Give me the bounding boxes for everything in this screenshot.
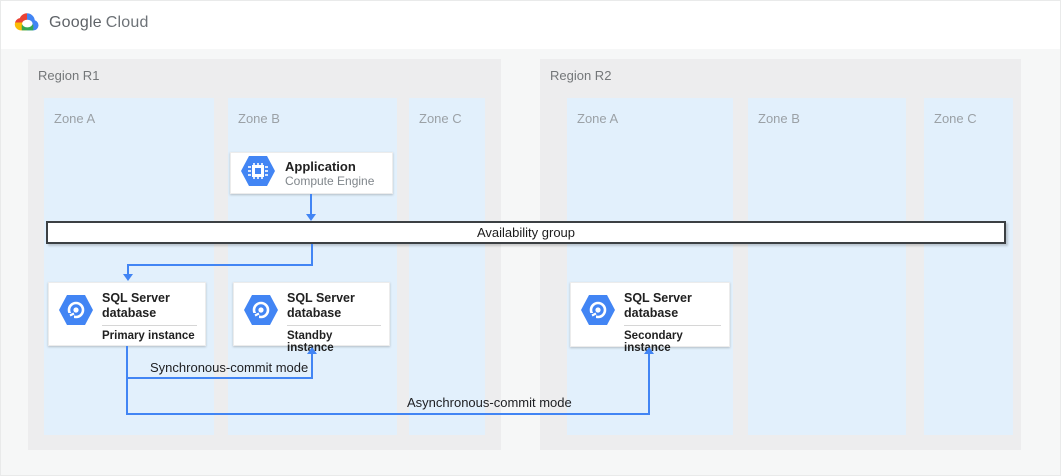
connector-segment — [126, 413, 650, 415]
sql-secondary-text: SQL Server database Secondary instance — [624, 291, 721, 354]
connector-segment — [127, 264, 129, 275]
sql-standby-title: SQL Server database — [287, 291, 355, 320]
zone-r1-b: Zone B — [228, 98, 397, 435]
divider — [624, 325, 721, 326]
application-card: Application Compute Engine — [230, 152, 393, 194]
availability-group-bar: Availability group — [46, 221, 1006, 244]
arrowhead-up-icon — [307, 347, 317, 354]
google-cloud-icon — [14, 12, 40, 33]
zone-r2-c-label: Zone C — [934, 111, 977, 126]
region-r1: Region R1 Zone A Zone B Zone C — [28, 59, 501, 450]
zone-r2-a-label: Zone A — [577, 111, 619, 126]
async-commit-label: Asynchronous-commit mode — [407, 395, 572, 410]
cloud-sql-icon — [580, 294, 616, 346]
sql-primary-instance-label: Primary instance — [102, 330, 195, 342]
connector-segment — [126, 377, 313, 379]
region-r2-label: Region R2 — [550, 68, 612, 83]
sync-commit-label: Synchronous-commit mode — [150, 360, 309, 375]
connector-segment — [311, 353, 313, 379]
application-title: Application — [285, 158, 356, 174]
divider — [287, 325, 381, 326]
sql-standby-instance-label: Standby instance — [287, 330, 334, 354]
zone-r1-c-label: Zone C — [419, 111, 462, 126]
cloud-sql-icon — [243, 294, 279, 345]
zone-r1-b-label: Zone B — [238, 111, 280, 126]
zone-r2-a: Zone A — [567, 98, 733, 435]
sql-secondary-instance-label: Secondary instance — [624, 330, 683, 354]
connector-segment — [311, 244, 313, 266]
connector-segment — [126, 346, 128, 379]
logo-word-cloud: Cloud — [105, 13, 149, 31]
connector-segment — [126, 377, 128, 415]
sql-primary-card: SQL Server database Primary instance — [48, 282, 206, 346]
arrowhead-down-icon — [123, 274, 133, 281]
zone-r2-c: Zone C — [924, 98, 1013, 435]
zone-r1-c: Zone C — [409, 98, 485, 435]
divider — [102, 325, 197, 326]
cloud-sql-icon — [58, 294, 94, 345]
sql-standby-text: SQL Server database Standby instance — [287, 291, 381, 354]
sql-secondary-card: SQL Server database Secondary instance — [570, 282, 730, 354]
arrowhead-up-icon — [644, 347, 654, 354]
connector-segment — [648, 353, 650, 415]
region-r1-label: Region R1 — [38, 68, 100, 83]
arrowhead-down-icon — [306, 214, 316, 221]
connector-segment — [310, 194, 312, 215]
region-r2: Region R2 Zone A Zone B Zone C — [540, 59, 1021, 450]
application-card-text: Application Compute Engine — [285, 159, 374, 188]
sql-standby-card: SQL Server database Standby instance — [233, 282, 390, 354]
compute-engine-icon — [240, 155, 276, 192]
availability-group-label: Availability group — [476, 225, 576, 240]
zone-r2-b-label: Zone B — [758, 111, 800, 126]
sql-primary-title: SQL Server database — [102, 291, 170, 320]
application-subtitle: Compute Engine — [285, 173, 375, 188]
sql-primary-text: SQL Server database Primary instance — [102, 291, 197, 345]
sql-secondary-title: SQL Server database — [624, 291, 692, 320]
zone-r1-a: Zone A — [44, 98, 214, 435]
zone-r1-a-label: Zone A — [54, 111, 96, 126]
connector-segment — [127, 264, 313, 266]
zone-r2-b: Zone B — [748, 98, 906, 435]
logo-word-google: Google — [49, 13, 102, 31]
